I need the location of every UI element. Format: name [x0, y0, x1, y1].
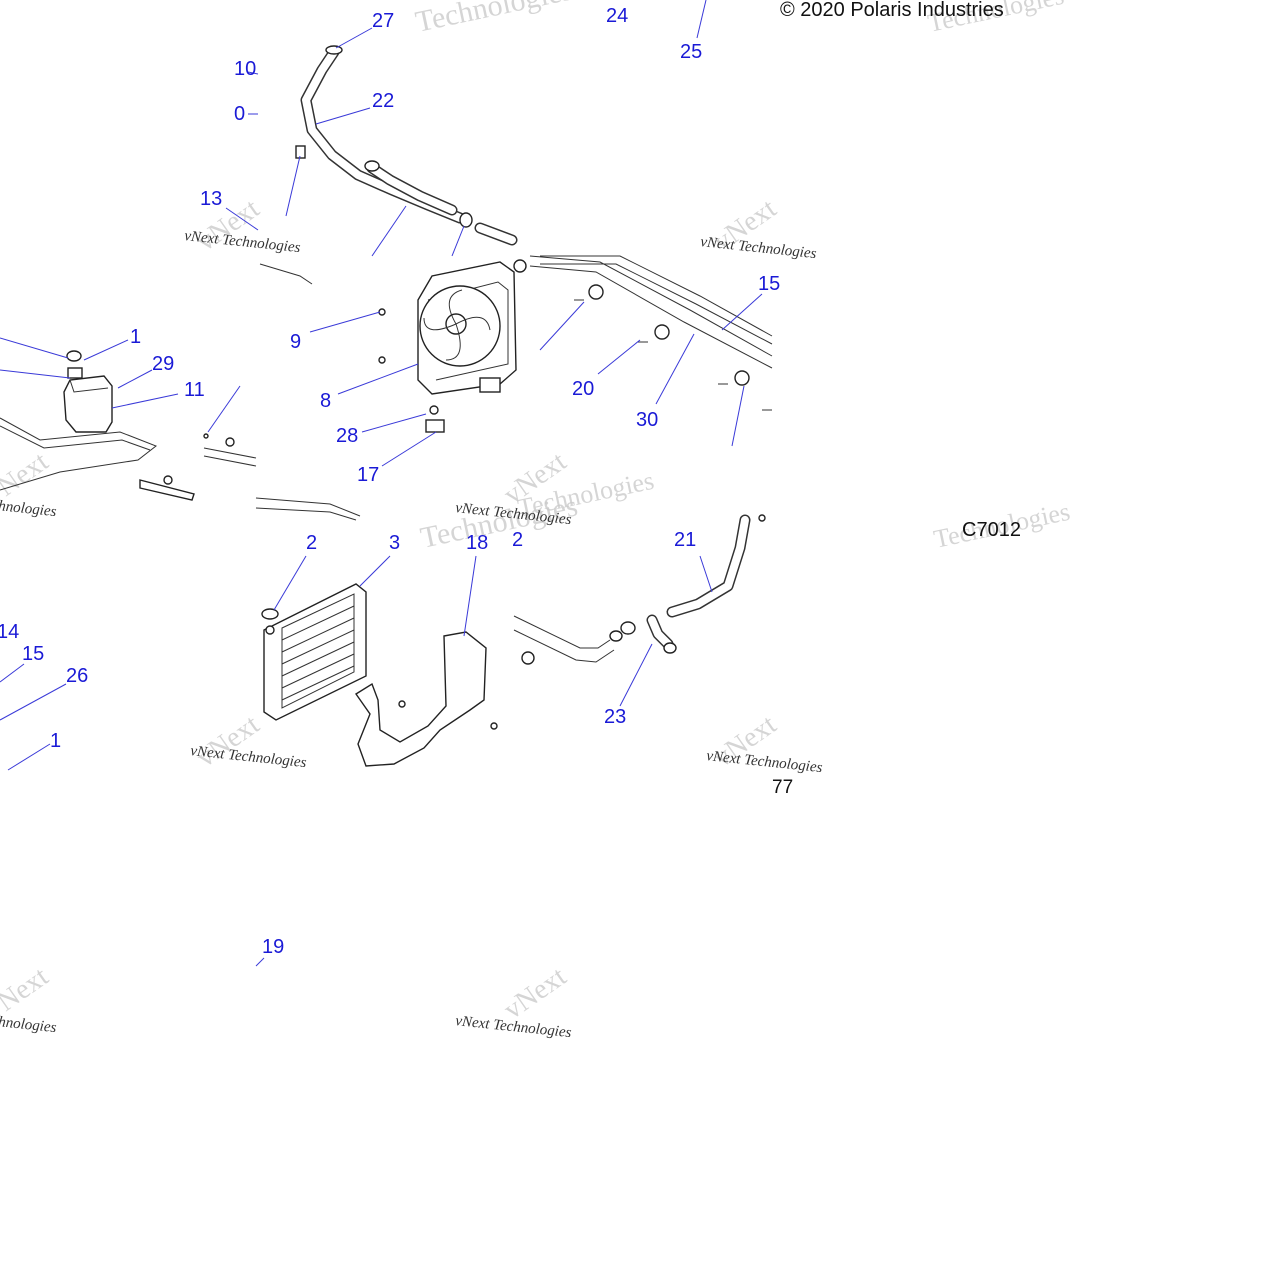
tube-clip: [734, 370, 750, 386]
coolant-reservoir: [0, 350, 195, 501]
figure-sub-code: 77: [772, 777, 793, 798]
coolant-tubes: [513, 255, 773, 411]
watermark-brand: vNext: [498, 961, 572, 1026]
hose-clamp: [325, 45, 343, 55]
hose-clamp: [609, 630, 623, 642]
callout-4: 8: [320, 390, 331, 412]
callout-14: 18: [466, 532, 488, 554]
callout-10-partial: 14: [0, 621, 19, 643]
watermark-line: vNext Technologies: [706, 748, 824, 776]
callout-10: 13: [200, 188, 222, 210]
watermark-line: vNext Technologies: [700, 234, 818, 262]
callout-numbers: 27 24 25 10 0 22 13 1 29 11 9 8 28 17 20…: [0, 5, 780, 958]
callout-12: 15: [758, 273, 780, 295]
callout-8: 11: [184, 379, 205, 401]
cooling-fan-assembly: [378, 261, 517, 433]
callout-25: 29: [152, 353, 174, 375]
lower-coolant-hoses: [513, 514, 766, 665]
figure-code: C7012: [962, 519, 1021, 541]
callout-7: 0: [234, 103, 245, 125]
callout-22: 26: [66, 665, 88, 687]
callout-17: 21: [674, 529, 696, 551]
callout-5: 9: [290, 331, 301, 353]
callout-18: 22: [372, 90, 394, 112]
copyright-notice: © 2020 Polaris Industries: [780, 0, 1004, 21]
callout-24: 28: [336, 425, 358, 447]
watermark-word: Technologies: [413, 0, 576, 39]
tube-clip: [654, 324, 670, 340]
mounting-bracket: [203, 263, 361, 521]
callout-11: 15: [22, 643, 44, 665]
callout-23: 27: [372, 10, 394, 32]
tube-clip: [588, 284, 604, 300]
upper-coolant-hose: [295, 45, 518, 246]
callout-1: 1: [50, 730, 61, 752]
callout-19: 23: [604, 706, 626, 728]
callout-2: 2: [306, 532, 317, 554]
watermarks: Technologies Technologies Technologies T…: [0, 0, 1072, 1041]
air-deflector: [355, 631, 498, 767]
hose-fitting: [295, 145, 306, 159]
reservoir-cap: [66, 350, 82, 362]
callout-3: 3: [389, 532, 400, 554]
callout-16: 20: [572, 378, 594, 400]
tube-clip: [513, 259, 527, 273]
callout-20: 24: [606, 5, 628, 27]
hose-clamp: [620, 621, 636, 635]
callout-2-right: 2: [512, 529, 523, 551]
hose-clamp: [364, 160, 380, 172]
leader-lines: [0, 0, 763, 967]
callout-6: 10: [234, 58, 256, 80]
callout-13: 17: [357, 464, 379, 486]
radiator: [261, 583, 367, 721]
callout-21: 25: [680, 41, 702, 63]
callout-9: 1: [130, 326, 141, 348]
radiator-cap: [261, 608, 279, 620]
callout-15: 19: [262, 936, 284, 958]
callout-26: 30: [636, 409, 658, 431]
hose-clamp: [663, 642, 677, 654]
hose-clamp: [459, 212, 473, 228]
